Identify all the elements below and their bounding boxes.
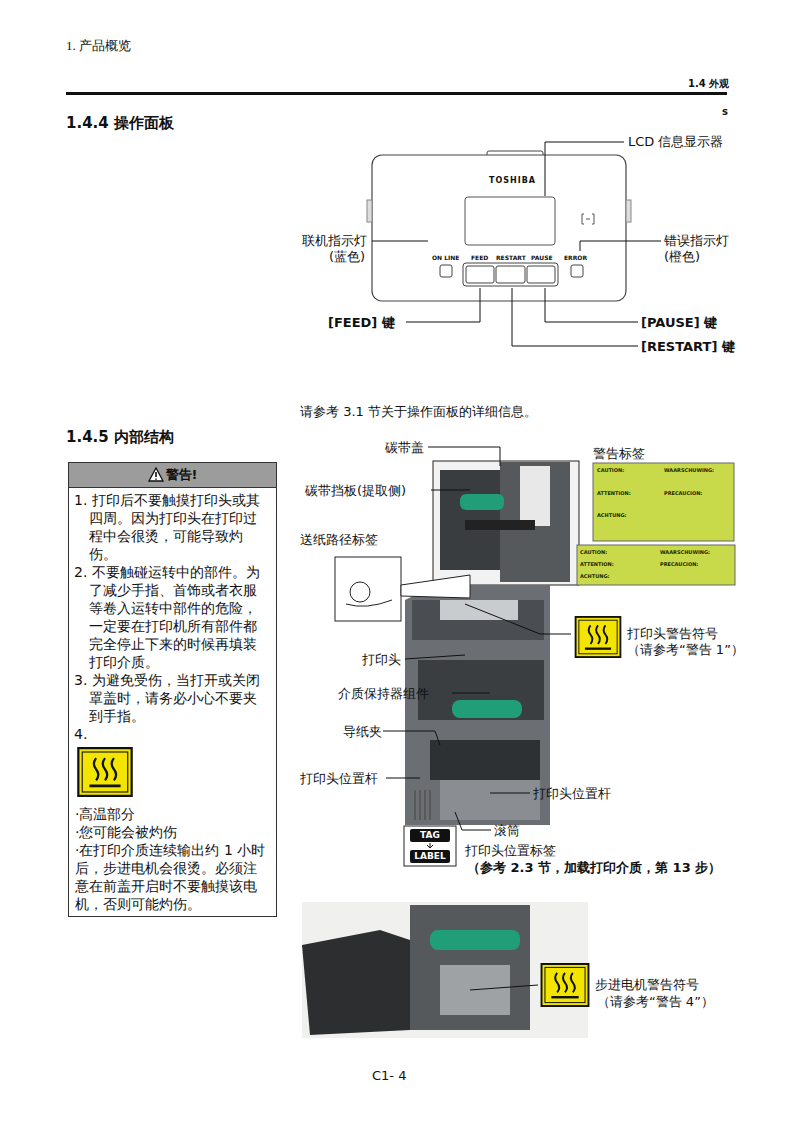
- part-label: 滚筒: [494, 823, 520, 839]
- warning-label-text: WAARSCHUWING:: [660, 549, 710, 555]
- panel-legend: RESTART: [496, 254, 526, 262]
- warning-label-text: PRECAUCION:: [664, 490, 702, 496]
- part-label: 碳带盖: [385, 440, 424, 456]
- part-label: （请参考“警告 1”）: [627, 642, 744, 658]
- warning-label-text: ACHTUNG:: [597, 512, 626, 518]
- key-label: [FEED] 键: [328, 315, 395, 331]
- warning-label-text: CAUTION:: [580, 549, 607, 555]
- hot-surface-symbol: [576, 617, 621, 657]
- warning-label-text: ATTENTION:: [580, 561, 614, 567]
- part-label: 步进电机警告符号: [595, 977, 699, 993]
- part-label: 导纸夹: [343, 724, 382, 740]
- part-label: （请参考“警告 4”）: [597, 994, 714, 1010]
- warning-label-text: WAARSCHUWING:: [664, 467, 714, 473]
- warning-box: 警告! 1. 打印后不要触摸打印头或其四周。因为打印头在打印过程中会很烫，可能导致…: [68, 462, 277, 917]
- page-number: C1- 4: [372, 1068, 406, 1084]
- section-heading: 1.4.5 内部结构: [66, 428, 174, 446]
- brand-logo: TOSHIBA: [489, 176, 536, 186]
- warning-triangle: [148, 466, 164, 490]
- position-tag: LABEL: [410, 850, 450, 863]
- part-label: 打印头位置杆: [533, 786, 611, 802]
- panel-legend: PAUSE: [531, 254, 553, 262]
- warning-label-text: ATTENTION:: [597, 490, 631, 496]
- warning-note: ·在打印介质连续输出约 1 小时后，步进电机会很烫。必须注意在前盖开启时不要触摸…: [69, 841, 276, 913]
- panel-legend: ON LINE: [432, 254, 459, 262]
- running-header: 1. 产品概览: [66, 38, 131, 54]
- key-label: [RESTART] 键: [641, 339, 735, 355]
- warning-label-text: ACHTUNG:: [580, 573, 609, 579]
- part-label: 送纸路径标签: [300, 532, 378, 548]
- warning-label-text: PRECAUCION:: [660, 561, 698, 567]
- leader-lines: [372, 142, 661, 346]
- warning-item: 2. 不要触碰运转中的部件。为了减少手指、首饰或者衣服等卷入运转中部件的危险，一…: [69, 563, 276, 671]
- part-label: 碳带挡板(提取侧): [305, 483, 406, 499]
- warning-heading-text: 警告!: [166, 467, 198, 482]
- part-label: 打印头警告符号: [627, 626, 718, 642]
- section-tag: 1.4 外观: [688, 76, 729, 92]
- section-heading: 1.4.4 操作面板: [66, 114, 174, 132]
- printer-photo: [302, 461, 735, 1038]
- warning-item: 3. 为避免受伤，当打开或关闭罩盖时，请务必小心不要夹到手指。: [69, 671, 276, 725]
- warning-heading: 警告!: [69, 463, 276, 488]
- key-label: （参考 2.3 节，加载打印介质，第 13 步）: [467, 860, 721, 876]
- panel-legend: FEED: [471, 254, 488, 262]
- hot-surface-symbol: [77, 747, 137, 799]
- warning-note: ·您可能会被灼伤: [69, 823, 276, 841]
- section-tag: s: [722, 104, 728, 120]
- hot-surface-symbol: [542, 964, 589, 1006]
- part-label: (蓝色): [329, 249, 365, 265]
- part-label: (橙色): [664, 249, 700, 265]
- warning-item: 4.: [69, 725, 276, 743]
- part-label: 错误指示灯: [664, 233, 729, 249]
- part-label: 联机指示灯: [302, 233, 367, 249]
- part-label: LCD 信息显示器: [628, 134, 723, 150]
- warning-label-text: CAUTION:: [597, 467, 624, 473]
- part-label: 介质保持器组件: [338, 686, 429, 702]
- part-label: 警告标签: [593, 446, 645, 462]
- part-label: 打印头位置标签: [465, 843, 556, 859]
- position-tag: TAG: [410, 829, 450, 842]
- header-rule: [66, 92, 727, 95]
- operation-panel: [367, 151, 631, 301]
- part-label: 打印头位置杆: [300, 771, 378, 787]
- leader-lines: [383, 447, 571, 990]
- warning-item: 1. 打印后不要触摸打印头或其四周。因为打印头在打印过程中会很烫，可能导致灼伤。: [69, 491, 276, 563]
- part-label: 打印头: [362, 652, 401, 668]
- panel-legend: ERROR: [564, 254, 587, 262]
- part-label: 请参考 3.1 节关于操作面板的详细信息。: [300, 404, 537, 420]
- warning-note: ·高温部分: [69, 805, 276, 823]
- key-label: [PAUSE] 键: [641, 315, 717, 331]
